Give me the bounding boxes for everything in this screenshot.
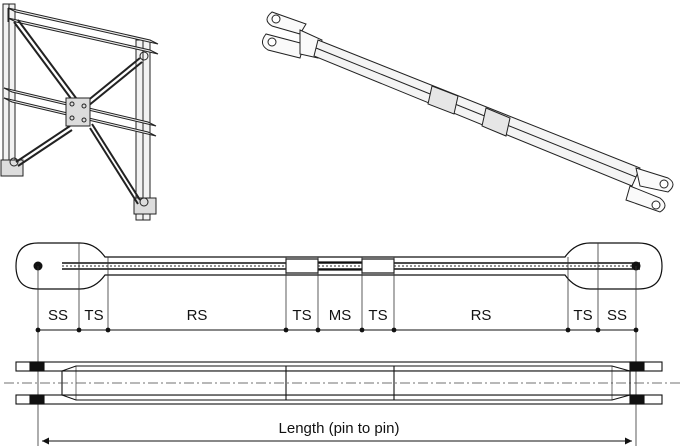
braced-frame-illustration [0, 3, 159, 221]
segment-ticks [35, 327, 639, 333]
segment-label-ss-left: SS [48, 307, 68, 324]
dimension-extension-lines [37, 243, 637, 446]
segment-label-ss-right: SS [607, 307, 627, 324]
segment-label-ms: MS [329, 307, 352, 324]
segment-labels: SS TS RS TS MS TS RS TS SS [48, 307, 627, 324]
segment-label-ts-3: TS [368, 307, 387, 324]
length-label: Length (pin to pin) [279, 420, 400, 437]
segment-label-ts-4: TS [573, 307, 592, 324]
segment-label-rs-right: RS [471, 307, 492, 324]
segment-label-ts-2: TS [292, 307, 311, 324]
segment-label-rs-left: RS [187, 307, 208, 324]
brace-elevation-view [15, 242, 663, 290]
isometric-brace-illustration [262, 11, 674, 213]
brace-plan-view [4, 361, 680, 405]
segment-label-ts-1: TS [84, 307, 103, 324]
